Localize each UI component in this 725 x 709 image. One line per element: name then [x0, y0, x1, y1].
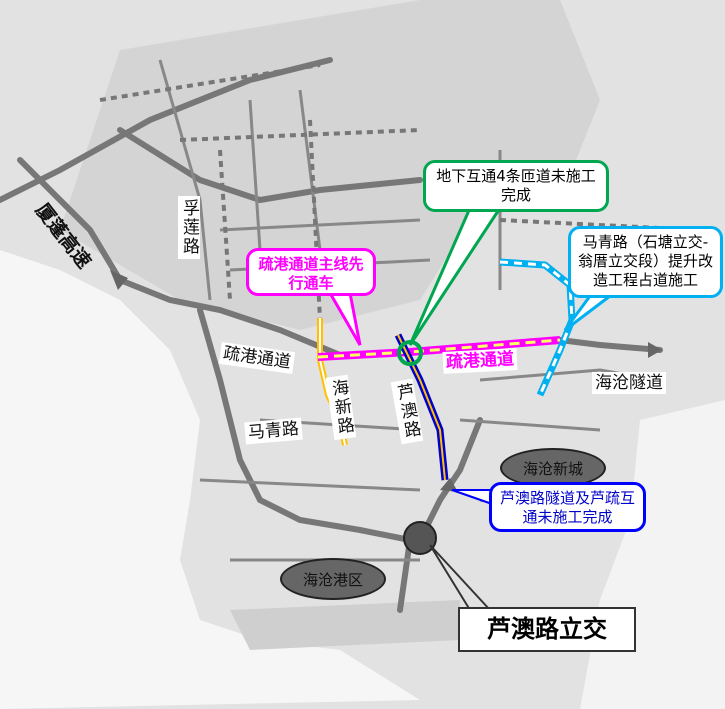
maqing-upgrade-callout: 马青路（石塘立交-翁厝立交段）提升改造工程占道施工 [568, 226, 723, 298]
haicang-new-city-area: 海沧新城 [500, 448, 606, 488]
maqing-upgrade-route [499, 258, 576, 397]
haicang-port-area: 海沧港区 [280, 558, 386, 600]
harbor [230, 600, 460, 650]
sea-area [0, 250, 420, 709]
haicang-tunnel-arrow-icon [648, 342, 662, 358]
luao-tunnel-callout: 芦澳路隧道及芦疏互通未施工完成 [489, 482, 646, 532]
haicang-tunnel-label: 海沧隧道 [592, 372, 666, 394]
shugang-mainline-callout: 疏港通道主线先行通车 [246, 248, 376, 296]
luao-interchange-marker [403, 521, 437, 555]
underground-interchange-callout: 地下互通4条匝道未施工完成 [423, 160, 609, 212]
fulian-road-label: 孚莲路 [178, 196, 200, 259]
xiapeng-arrow-icon [110, 270, 128, 290]
luao-interchange-callout: 芦澳路立交 [458, 607, 636, 652]
luao-arrow-icon [440, 478, 458, 492]
shugang-channel-highlight-label: 疏港通道 [442, 348, 518, 374]
